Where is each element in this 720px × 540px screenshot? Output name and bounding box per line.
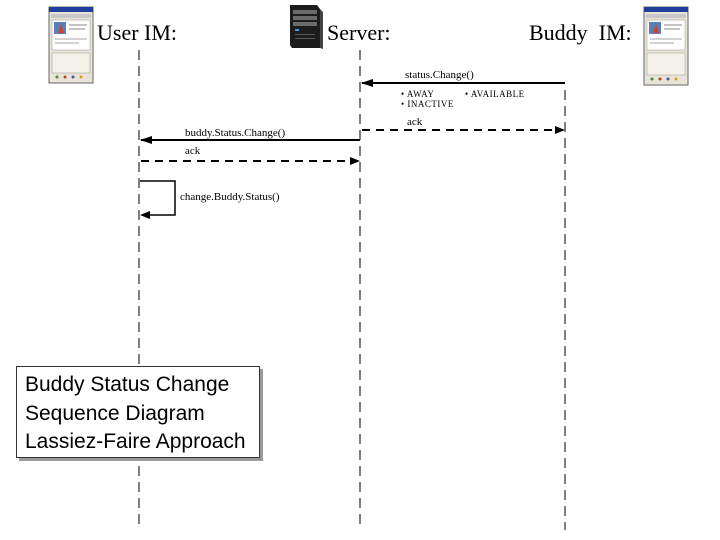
status-inactive-label: • INACTIVE — [401, 99, 454, 109]
self-message-arrow — [140, 180, 176, 216]
caption-line-1: Buddy Status Change — [25, 373, 230, 396]
ack-1-label: ack — [407, 116, 423, 128]
caption-line-3: Lassiez-Faire Approach — [25, 430, 246, 453]
buddy-im-icon — [643, 6, 689, 86]
change-buddy-status-label: change.Buddy.Status() — [180, 191, 280, 203]
server-label: Server: — [327, 20, 391, 45]
caption-line-2: Sequence Diagram — [25, 401, 205, 425]
status-change-label: status.Change() — [405, 69, 474, 81]
ack-1-arrowhead — [555, 126, 565, 134]
user-im-label: User IM: — [97, 20, 178, 45]
server-tower-icon — [290, 5, 323, 49]
status-available-label: • AVAILABLE — [465, 89, 525, 99]
status-change-arrowhead — [361, 79, 373, 87]
buddy-status-change-label: buddy.Status.Change() — [185, 127, 286, 139]
buddy-status-change-arrowhead — [140, 136, 152, 144]
diagram-caption-box: Buddy Status Change Sequence Diagram Las… — [16, 366, 260, 458]
self-message-arrowhead — [140, 211, 150, 219]
user-im-icon — [48, 6, 94, 84]
ack-2-label: ack — [185, 145, 201, 157]
status-away-label: • AWAY — [401, 89, 435, 99]
buddy-im-label: Buddy IM: — [529, 20, 632, 45]
ack-2-arrowhead — [350, 157, 360, 165]
